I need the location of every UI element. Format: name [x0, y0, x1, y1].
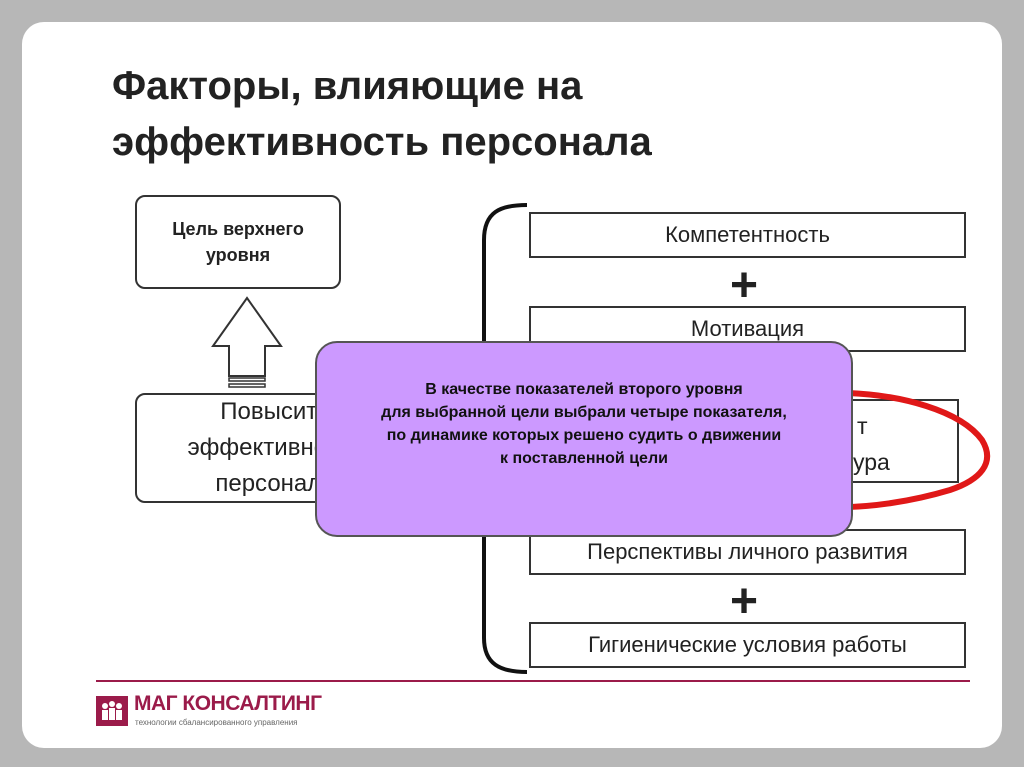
company-logo-name: МАГ КОНСАЛТИНГ [134, 692, 322, 715]
title-line-1: Факторы, влияющие на [112, 64, 583, 108]
factor-label: Перспективы личного развития [587, 539, 908, 564]
company-logo-tagline: технологии сбалансированного управления [135, 718, 298, 727]
callout-line-4: к поставленной цели [500, 450, 668, 467]
goal-line-2: уровня [205, 245, 271, 265]
callout-line-3: по динамике которых решено судить о движ… [386, 427, 782, 444]
objective-line-3: персонала [215, 470, 335, 497]
slide-title: Факторы, влияющие на эффективность персо… [112, 58, 812, 170]
callout-line-2: для выбранной цели выбрали четыре показа… [381, 404, 787, 421]
goal-line-1: Цель верхнего [172, 219, 304, 239]
factor-box-competence: Компетентность [529, 212, 966, 258]
factor-box-hygiene: Гигиенические условия работы [529, 622, 966, 668]
factor-label: Компетентность [665, 222, 830, 247]
red-highlight-ellipse [839, 390, 990, 510]
climate-fragment-2: ура [853, 449, 890, 475]
callout-note: В качестве показателей второго уровня дл… [315, 341, 853, 537]
up-arrow [211, 296, 283, 388]
plus-sign: + [729, 575, 759, 628]
title-line-2: эффективность персонала [112, 120, 652, 164]
climate-fragment-1: т [857, 413, 868, 439]
factor-label: Мотивация [690, 316, 805, 341]
objective-line-1: Повысить [220, 398, 330, 425]
goal-box: Цель верхнего уровня [135, 195, 341, 289]
footer-divider [96, 680, 970, 682]
company-logo-icon [96, 696, 128, 726]
callout-line-1: В качестве показателей второго уровня [425, 381, 743, 398]
factor-label: Гигиенические условия работы [588, 632, 907, 657]
plus-sign: + [729, 259, 759, 312]
